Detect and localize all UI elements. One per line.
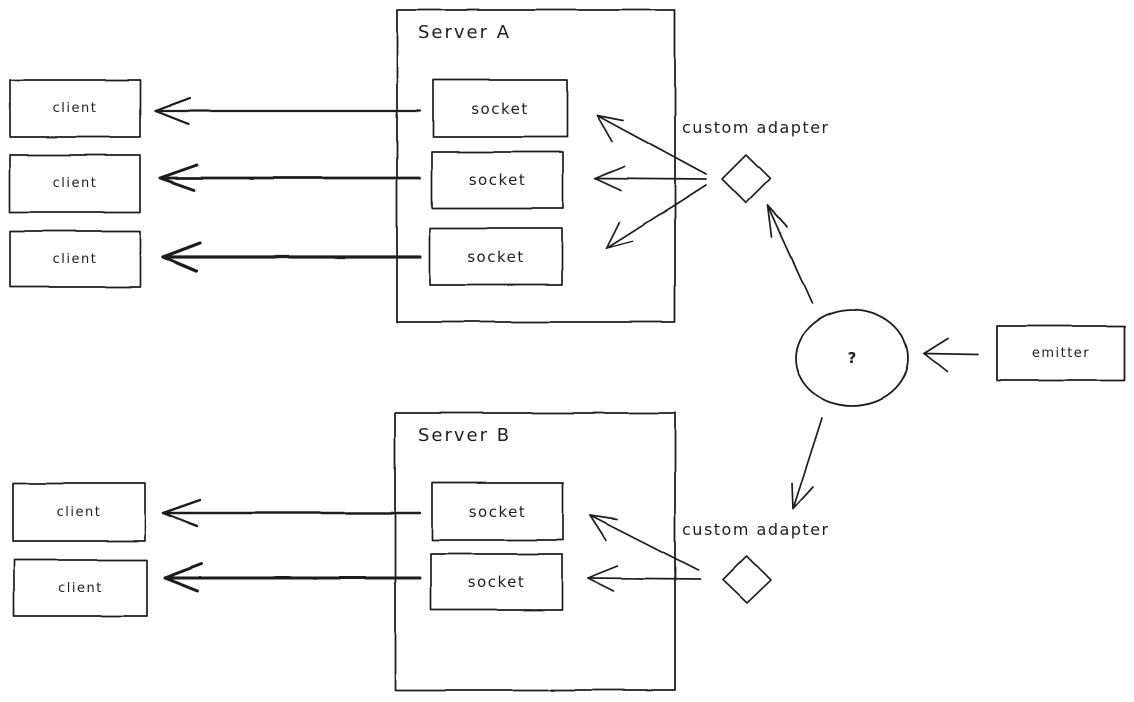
arrow-socket-a1-to-client-a1 [153, 96, 422, 126]
server-b-socket-1-label: socket [468, 502, 527, 521]
client-a2-label: client [52, 176, 98, 191]
server-a-socket-3-box [429, 227, 563, 286]
server-a-box [396, 9, 676, 323]
server-b-socket-1-box [431, 482, 564, 541]
adapter-b-label: custom adapter [682, 520, 830, 539]
client-a1-label: client [52, 101, 98, 116]
server-b-title: Server B [418, 425, 512, 446]
adapter-a-label: custom adapter [682, 118, 830, 137]
server-a-socket-1-box [432, 79, 568, 138]
emitter-box [996, 325, 1126, 381]
hub-label: ? [847, 349, 857, 367]
adapter-a-diamond [721, 154, 771, 204]
arrow-hub-to-adapter-b [791, 417, 823, 510]
server-b-socket-2-label: socket [467, 573, 526, 591]
server-b-socket-2-box [430, 553, 563, 611]
hub-circle [795, 309, 909, 407]
client-a3-label: client [52, 251, 98, 267]
server-a-socket-2-label: socket [468, 171, 527, 189]
arrow-socket-a2-to-client-a2 [158, 163, 422, 192]
arrow-emitter-to-hub [923, 337, 979, 372]
client-b2-label: client [58, 580, 103, 596]
arrow-hub-to-adapter-a [767, 205, 813, 304]
client-a3-box [9, 230, 141, 288]
server-a-title: Server A [418, 22, 512, 43]
client-a1-box [9, 79, 141, 138]
server-a-socket-2-box [431, 151, 564, 209]
server-b-box [394, 412, 676, 691]
arrow-adapter-b-to-socket-1 [589, 514, 699, 571]
arrow-socket-a3-to-client-a3 [161, 241, 422, 273]
arrow-adapter-a-to-socket-1 [596, 114, 707, 175]
arrow-socket-b1-to-client-b1 [161, 498, 422, 528]
server-a-socket-1-label: socket [471, 99, 529, 118]
emitter-label: emitter [1031, 345, 1091, 361]
arrow-adapter-a-to-socket-2 [594, 165, 707, 191]
server-a-socket-3-label: socket [467, 247, 525, 266]
arrow-adapter-b-to-socket-2 [587, 565, 701, 592]
arrow-adapter-a-to-socket-3 [606, 184, 707, 249]
client-a2-box [9, 154, 141, 213]
client-b2-box [13, 559, 148, 617]
client-b1-label: client [56, 504, 102, 520]
arrow-socket-b2-to-client-b2 [163, 562, 422, 593]
adapter-b-diamond [722, 555, 772, 604]
client-b1-box [12, 482, 146, 542]
